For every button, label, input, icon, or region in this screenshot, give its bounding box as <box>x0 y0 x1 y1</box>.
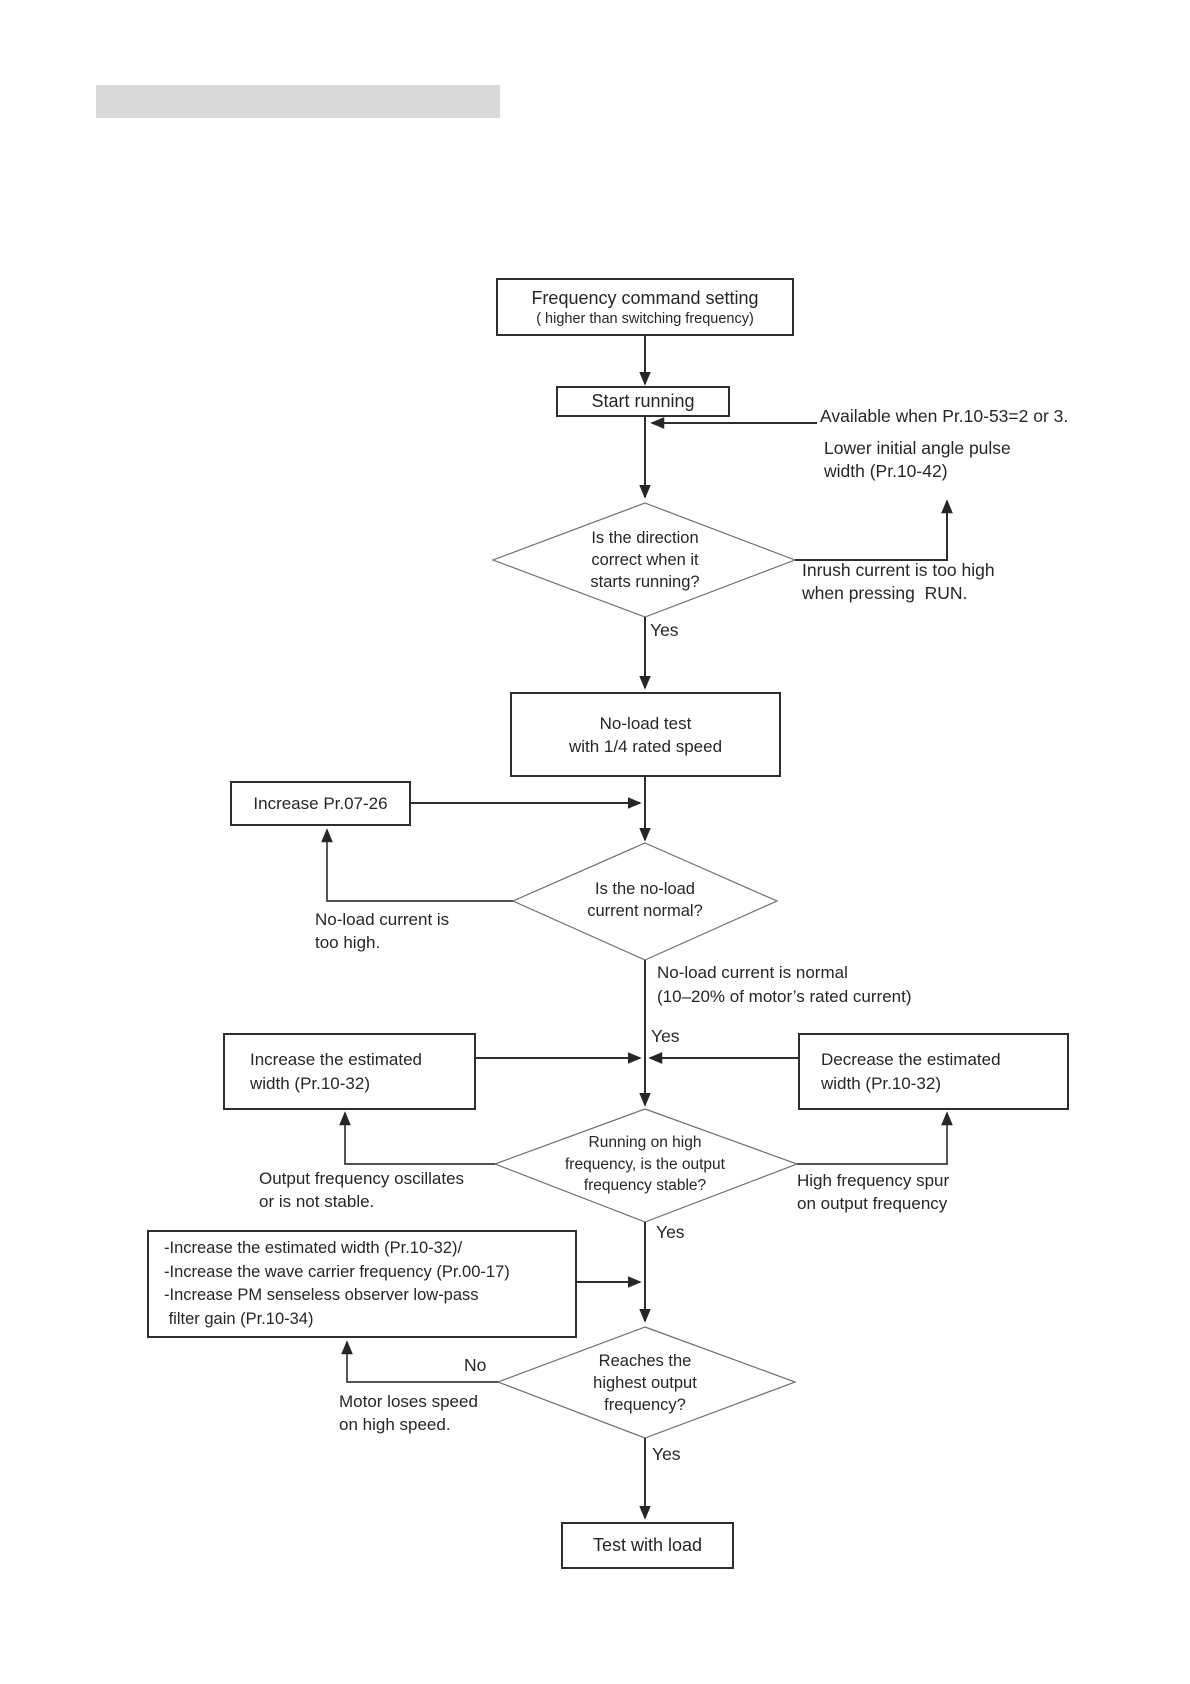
note-no-load-current-normal: No-load current is normal (10–20% of mot… <box>657 963 912 1006</box>
node-remedies: -Increase the estimated width (Pr.10-32)… <box>147 1230 577 1338</box>
feedback-loses-speed-to-remedies <box>341 1340 498 1383</box>
branch-yes-high-freq: Yes <box>656 1222 685 1242</box>
node-increase-pr07-26: Increase Pr.07-26 <box>230 781 411 826</box>
diamond-direction-check-label: Is the direction correct when it starts … <box>590 529 700 591</box>
branch-yes-direction: Yes <box>650 620 679 640</box>
node-test-with-load-label: Test with load <box>592 1535 703 1555</box>
note-lower-initial-angle: Lower initial angle pulse width (Pr.10-4… <box>824 438 1011 481</box>
node-start-running: Start running <box>556 386 730 417</box>
connector-inrush-up-to-lower-initial <box>795 499 953 561</box>
diamond-reach-check-label: Reaches the highest output frequency? <box>593 1352 697 1414</box>
note-inrush-current: Inrush current is too high when pressing… <box>802 560 995 603</box>
note-motor-loses-speed: Motor loses speed on high speed. <box>339 1392 478 1434</box>
node-frequency-command-sub: ( higher than switching frequency) <box>536 310 754 327</box>
feedback-osc-to-increase-width <box>339 1111 495 1165</box>
note-output-frequency-oscillates: Output frequency oscillates or is not st… <box>259 1169 465 1211</box>
note-available-when: Available when Pr.10-53=2 or 3. <box>820 406 1069 426</box>
node-no-load-test: No-load test with 1/4 rated speed <box>510 692 781 777</box>
node-increase-pr07-26-label: Increase Pr.07-26 <box>253 794 388 813</box>
feedback-spur-to-decrease-width <box>797 1111 953 1165</box>
node-increase-estimated-width-label: Increase the estimated width (Pr.10-32) <box>250 1049 422 1093</box>
node-increase-estimated-width: Increase the estimated width (Pr.10-32) <box>223 1033 476 1110</box>
node-start-running-label: Start running <box>591 391 695 411</box>
section-header-bar <box>96 85 500 118</box>
diamond-no-load-check-label: Is the no-load current normal? <box>587 880 703 920</box>
branch-yes-no-load: Yes <box>651 1026 680 1046</box>
node-no-load-test-label: No-load test with 1/4 rated speed <box>568 713 723 756</box>
feedback-noload-high-to-increase0726 <box>321 828 513 902</box>
node-remedies-label: -Increase the estimated width (Pr.10-32)… <box>164 1239 510 1328</box>
note-no-load-current-high: No-load current is too high. <box>315 910 450 952</box>
diamond-high-freq-check-label: Running on high frequency, is the output… <box>565 1134 725 1194</box>
node-decrease-estimated-width-label: Decrease the estimated width (Pr.10-32) <box>821 1049 1001 1093</box>
node-decrease-estimated-width: Decrease the estimated width (Pr.10-32) <box>798 1033 1069 1110</box>
note-high-frequency-spur: High frequency spur on output frequency <box>797 1171 950 1213</box>
branch-yes-reach: Yes <box>652 1444 681 1464</box>
branch-no-reach: No <box>464 1355 487 1375</box>
node-test-with-load: Test with load <box>561 1522 734 1569</box>
node-frequency-command-title: Frequency command setting <box>531 287 759 308</box>
node-frequency-command: Frequency command setting ( higher than … <box>496 278 794 336</box>
